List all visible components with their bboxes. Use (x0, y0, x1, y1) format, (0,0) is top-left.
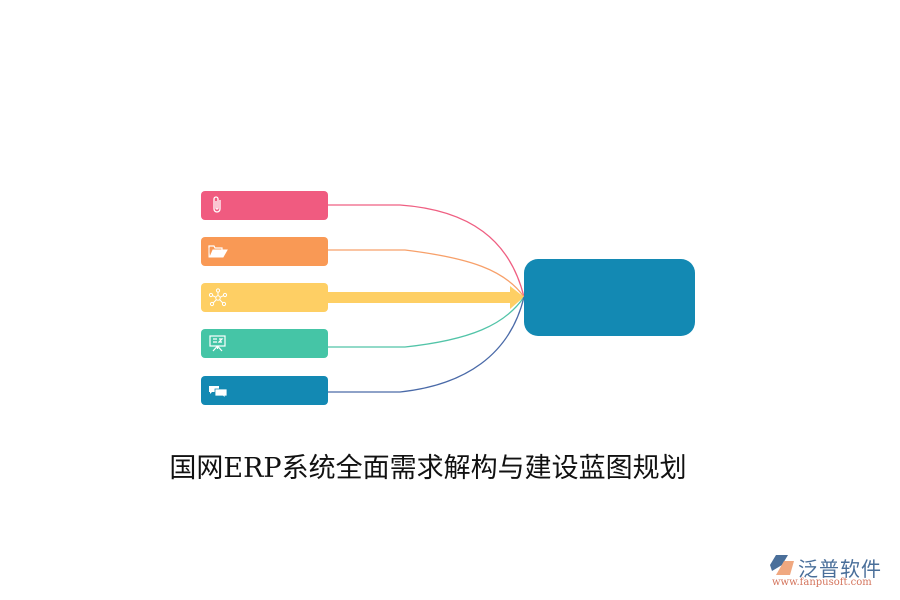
logo-brand-text: 泛普软件 (798, 557, 882, 581)
logo-url-text: www.fanpusoft.com (772, 577, 872, 588)
diagram-title: 国网ERP系统全面需求解构与建设蓝图规划 (169, 453, 687, 484)
presentation-board-icon (209, 335, 226, 352)
diagram-node-2[interactable] (201, 237, 328, 266)
chat-bubbles-icon (209, 386, 228, 399)
brand-logo[interactable]: 泛普软件 www.fanpusoft.com (768, 553, 893, 593)
central-node[interactable] (524, 259, 695, 336)
network-icon (208, 288, 228, 307)
diagram-node-3[interactable] (201, 283, 328, 312)
folder-open-icon (208, 245, 228, 258)
paperclip-icon (213, 196, 221, 213)
logo-mark-icon (770, 555, 794, 575)
central-node-label (524, 259, 695, 336)
diagram-node-4[interactable] (201, 329, 328, 358)
diagram-node-1[interactable] (201, 191, 328, 220)
diagram-node-5[interactable] (201, 376, 328, 405)
